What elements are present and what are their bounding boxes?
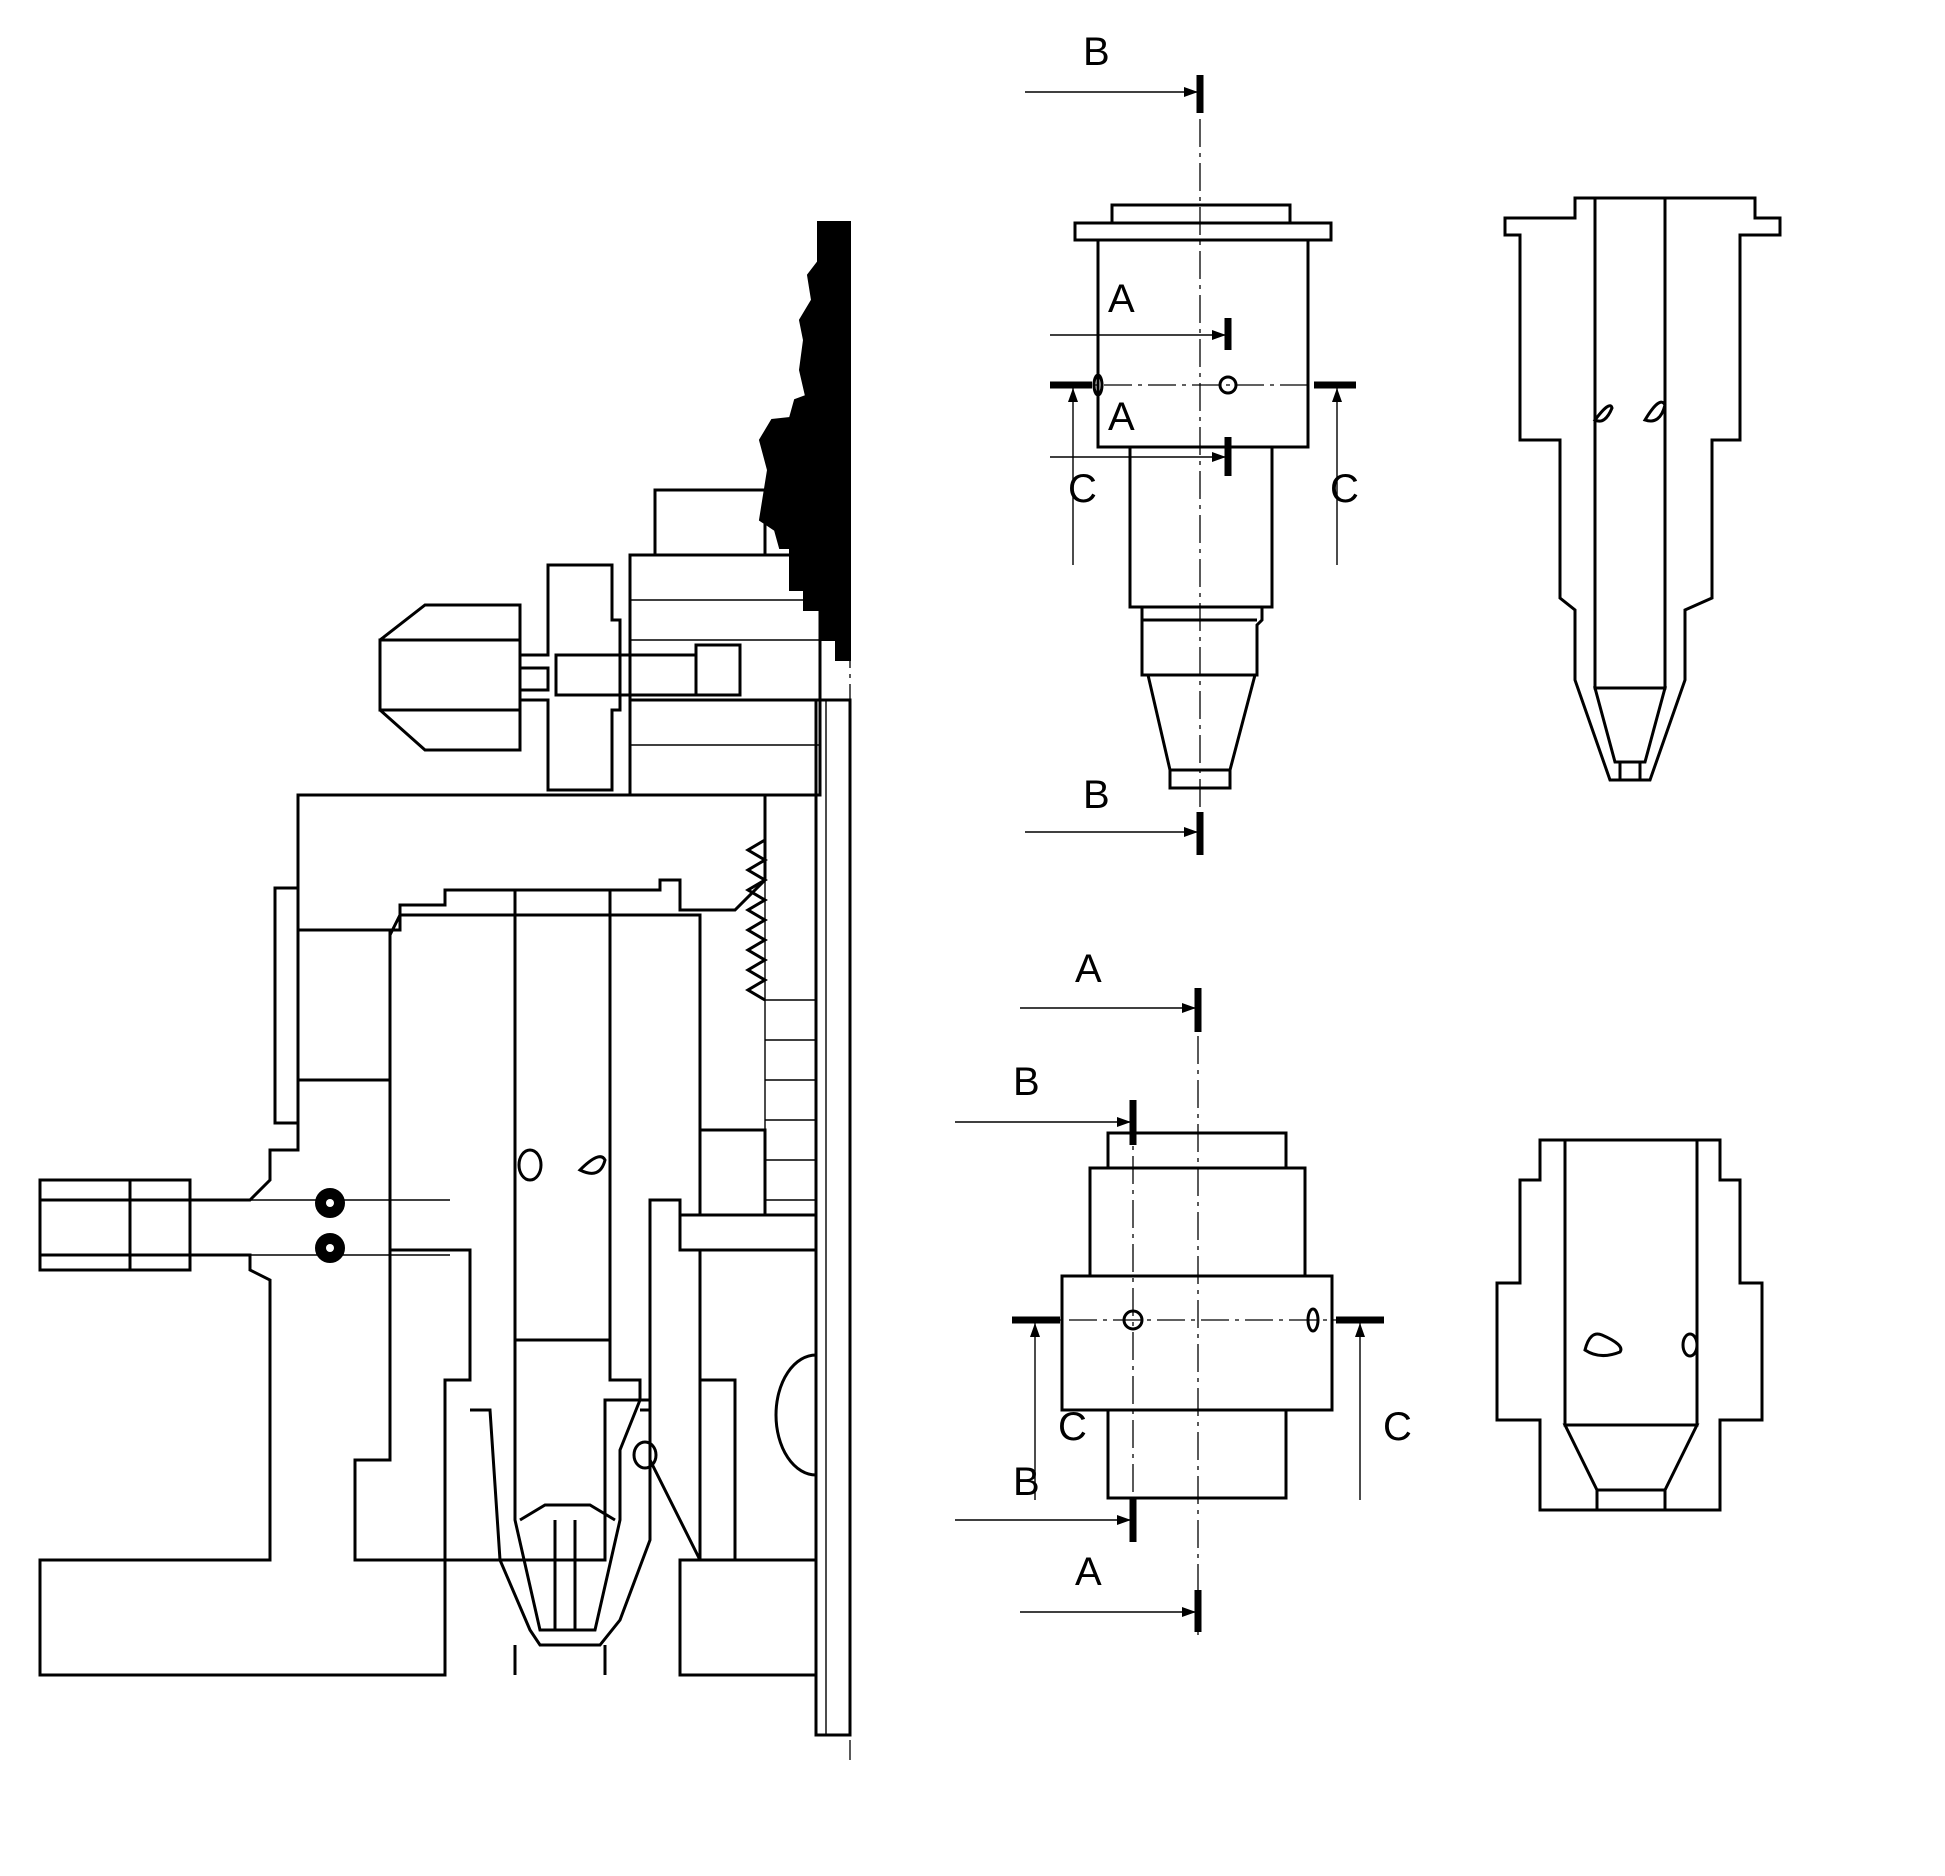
central-insert xyxy=(388,913,702,1562)
section-label-c-right: C xyxy=(1330,467,1359,511)
assembly-section-view xyxy=(38,221,852,1760)
side-tube xyxy=(38,1178,192,1272)
part-section-view-2 xyxy=(1503,196,1782,782)
section-label-b-bottom: B xyxy=(1083,773,1110,817)
vertical-plate xyxy=(814,698,852,1737)
upper-body xyxy=(296,793,767,932)
section-label-a-upper: A xyxy=(1108,277,1135,321)
part-view-1: B A A C C B xyxy=(1025,30,1359,855)
small-hole xyxy=(517,1148,543,1182)
thread xyxy=(745,838,768,1002)
part-section-view-4 xyxy=(1495,1138,1764,1512)
section-label-a-top-2: A xyxy=(1075,947,1102,991)
section-label-c-left-2: C xyxy=(1058,1405,1087,1449)
part-view-3: A B C C B A xyxy=(955,947,1412,1635)
nozzle-tip xyxy=(513,1338,642,1632)
section-label-c-left: C xyxy=(1068,467,1097,511)
fitting-connector xyxy=(378,488,822,797)
section-label-b-bottom-2: B xyxy=(1013,1460,1040,1504)
left-body xyxy=(38,928,447,1677)
cap-solid xyxy=(758,221,851,661)
section-label-a-bottom-2: A xyxy=(1075,1550,1102,1594)
section-label-a-lower: A xyxy=(1108,395,1135,439)
section-label-c-right-2: C xyxy=(1383,1405,1412,1449)
section-label-b-top: B xyxy=(1083,30,1110,74)
section-label-b-top-2: B xyxy=(1013,1060,1040,1104)
